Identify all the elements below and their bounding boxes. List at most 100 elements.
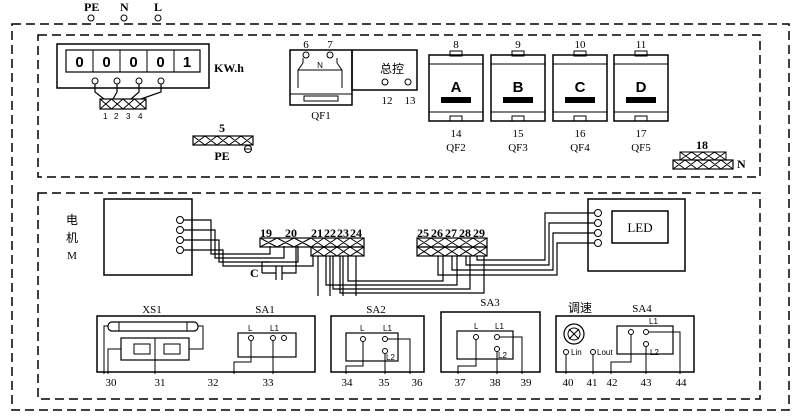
pe-bar-number: 5 [219,121,225,135]
qf1-name: QF1 [311,110,331,122]
speed-sa4-box: 调速 SA4 Lin Lout L1 L2 [555,301,695,374]
n-bar: 18 N [672,138,746,171]
breaker-number: 9 [515,39,521,51]
terminal-number: 23 [337,226,349,240]
energy-meter: 0 0 0 0 1 KW.h 1 2 3 4 [56,43,244,121]
qf1-pole-label: N [317,61,323,70]
switch-terminal-label: L1 [649,317,658,326]
meter-terminal [113,77,121,85]
supply-label-n: N [120,0,129,14]
breaker-number: 17 [636,128,648,140]
terminal-number: 36 [412,377,424,389]
terminal-number: 37 [455,377,467,389]
terminal-number: 24 [350,226,362,240]
breaker-name: QF4 [570,142,590,154]
master-number: 13 [405,95,417,107]
capacitor: C [250,247,297,280]
speed-knob-icon [563,323,585,345]
motor-body [103,198,193,276]
sa1-label: SA1 [255,304,275,316]
meter-terminal [135,77,143,85]
terminal-number: 32 [208,377,219,389]
qf1-breaker: 6 7 N QF1 总控 12 13 [289,39,418,122]
meter-digit: 0 [129,54,137,71]
switch-terminal-label: L [248,324,253,333]
terminal-number: 28 [459,226,471,240]
terminal-number: 35 [379,377,391,389]
meter-terminal-number: 4 [138,112,143,121]
meter-terminal [157,77,165,85]
switch-terminal-label: L2 [386,353,395,362]
terminal-number: 21 [311,226,323,240]
terminal-number: 19 [260,226,272,240]
speed-control-label: 调速 [568,301,592,315]
meter-terminal-number: 2 [114,112,119,121]
terminal-number: 26 [431,226,443,240]
switch-terminal-label: L1 [383,324,392,333]
breaker-number: 8 [453,39,459,51]
terminal-number: 31 [155,377,166,389]
breaker-number: 16 [575,128,587,140]
master-number: 12 [382,95,393,107]
sa2-box: SA2 L L1 L2 [330,304,425,374]
switch-terminal-label: L2 [498,351,507,360]
meter-digit: 0 [102,54,110,71]
meter-digit: 0 [75,54,83,71]
meter-terminal-number: 1 [103,112,108,121]
breaker-number: 15 [513,128,525,140]
led-controller: LED [437,198,686,276]
terminal-number: 29 [473,226,485,240]
xs1-label: XS1 [142,304,162,316]
meter-digit: 1 [183,54,191,71]
sa3-box: SA3 L L1 L2 [440,297,541,374]
bottom-terminal-numbers: 30 31 32 33 34 35 36 37 38 39 40 41 42 4… [106,377,688,389]
switch-terminal-label: L [360,324,365,333]
meter-terminal-block [99,98,147,110]
terminal-number: 38 [490,377,502,389]
supply-label-pe: PE [84,0,99,14]
terminal-number: 39 [521,377,533,389]
terminal-number: 20 [285,226,297,240]
terminal-block-right: 25 26 27 28 29 [416,226,488,257]
switch-terminal-label: L1 [495,322,504,331]
terminal-number: 34 [342,377,354,389]
breaker-qf2: 8 A 14 QF2 [428,39,484,154]
board-outline [11,23,790,411]
n-bar-number: 18 [696,138,708,152]
supply-terminal-l [154,14,162,22]
pe-bar: 5 PE [192,121,254,163]
terminal-number: 40 [563,377,575,389]
sa4-label: SA4 [632,303,652,315]
terminal-number: 41 [587,377,598,389]
supply-terminal-pe [87,14,95,22]
speed-terminal-label: Lin [571,348,582,357]
switch-terminal-label: L1 [270,324,279,333]
motor-wires [184,219,314,267]
terminal-number: 27 [445,226,457,240]
terminal-number: 44 [676,377,688,389]
xs1-sa1-box: XS1 SA1 L L1 [96,304,316,374]
speed-terminal-label: Lout [597,348,613,357]
master-label: 总控 [380,62,404,76]
meter-body [56,43,210,89]
meter-display [65,49,201,73]
terminal-number: 25 [417,226,429,240]
n-bar-label: N [737,157,746,171]
switch-terminal-label: L [474,322,479,331]
terminal-number: 42 [607,377,618,389]
motor: 电 机 M [66,198,193,276]
breaker-letter: C [575,79,586,96]
breaker-name: QF3 [508,142,528,154]
breaker-name: QF5 [631,142,651,154]
breaker-number: 11 [636,39,647,51]
terminal-number: 33 [263,377,275,389]
meter-terminal [91,77,99,85]
lower-panel [37,192,761,400]
supply-label-l: L [154,0,162,14]
breaker-qf5: 11 D 17 QF5 [613,39,669,154]
meter-terminal-number: 3 [126,112,131,121]
breaker-letter: A [451,79,462,96]
breaker-qf4: 10 C 16 QF4 [552,39,608,154]
breaker-name: QF2 [446,142,466,154]
motor-label: M [67,250,77,262]
